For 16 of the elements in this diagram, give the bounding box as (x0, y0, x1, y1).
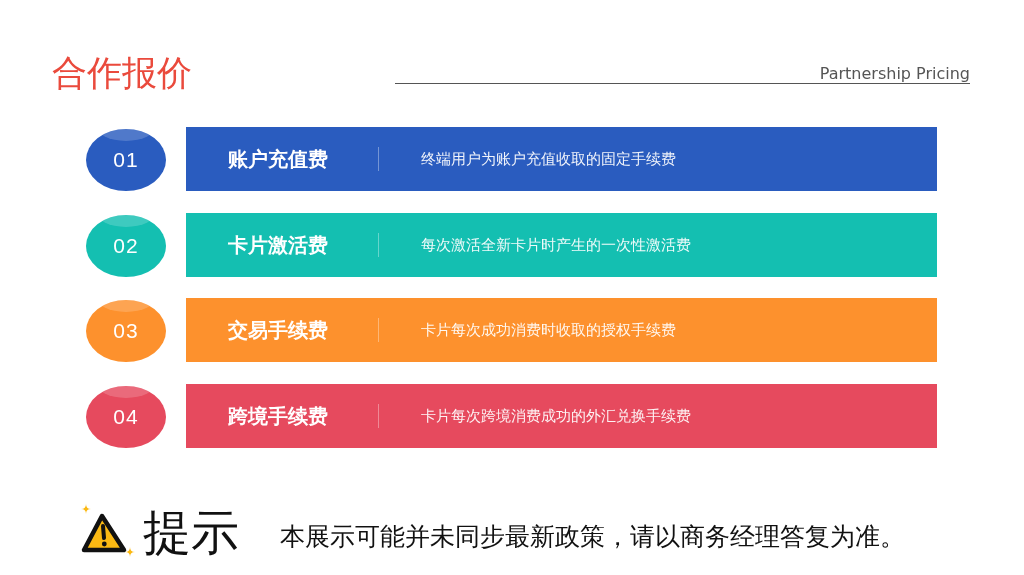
fee-bar (186, 298, 937, 362)
fee-description: 每次激活全新卡片时产生的一次性激活费 (421, 235, 691, 254)
fee-title: 交易手续费 (228, 318, 328, 342)
notice-text: 本展示可能并未同步最新政策，请以商务经理答复为准。 (280, 522, 905, 552)
fee-bar (186, 127, 937, 191)
fee-description: 终端用户为账户充值收取的固定手续费 (421, 150, 676, 168)
slide-title: 合作报价 (52, 54, 192, 93)
fee-title: 跨境手续费 (228, 403, 328, 428)
fee-title: 账户充值费 (228, 147, 328, 171)
subtitle: Partnership Pricing (819, 64, 970, 83)
notice-heading: 提示 (143, 506, 239, 559)
fee-description: 卡片每次跨境消费成功的外汇兑换手续费 (421, 406, 691, 425)
fee-description: 卡片每次成功消费时收取的授权手续费 (421, 321, 676, 339)
fee-bar (186, 212, 937, 277)
fee-bar (186, 383, 937, 448)
fee-title: 卡片激活费 (228, 232, 328, 257)
